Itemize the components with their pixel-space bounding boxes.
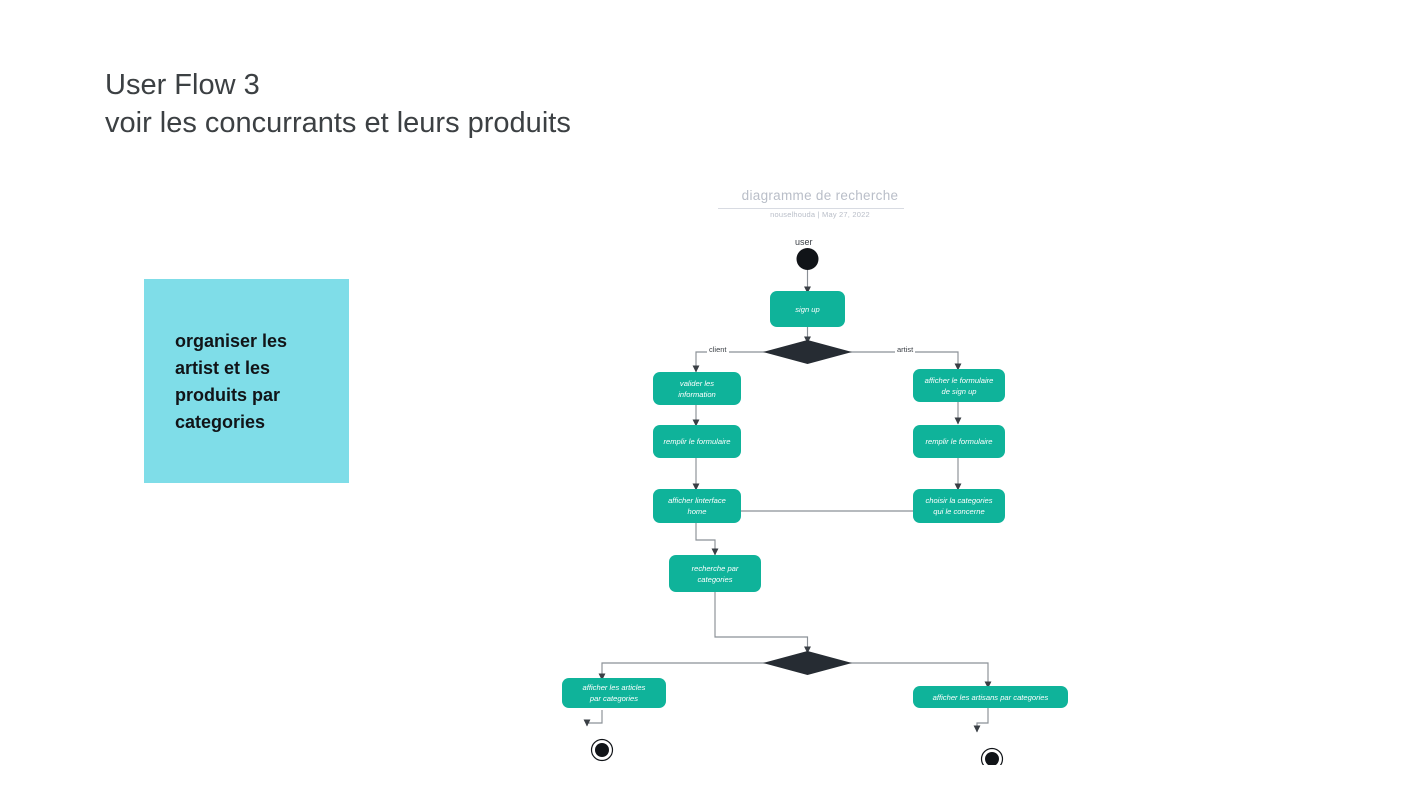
page-title: User Flow 3 voir les concurrants et leur… — [105, 69, 571, 139]
diagram-title: diagramme de recherche — [741, 188, 899, 203]
node-sign-up[interactable]: sign up — [770, 291, 845, 327]
node-remplir-formulaire-client[interactable]: remplir le formulaire — [653, 425, 741, 458]
node-afficher-artisans[interactable]: afficher les artisans par categories — [913, 686, 1068, 708]
edge-label-client: client — [707, 345, 729, 354]
note-card-text: organiser les artist et les produits par… — [175, 331, 288, 432]
end-node-articles — [590, 738, 614, 762]
node-remplir-formulaire-artist[interactable]: remplir le formulaire — [913, 425, 1005, 458]
node-afficher-formulaire-signup[interactable]: afficher le formulaire de sign up — [913, 369, 1005, 402]
flowchart-diagram: diagramme de recherche nouselhouda | May… — [540, 180, 1100, 765]
start-node-label: user — [795, 237, 813, 247]
node-afficher-articles[interactable]: afficher les articles par categories — [562, 678, 666, 708]
node-recherche-par-categories[interactable]: recherche par categories — [669, 555, 761, 592]
edge-label-artist: artist — [895, 345, 916, 354]
end-node-artisans — [980, 747, 1004, 765]
diagram-divider — [718, 208, 904, 209]
decision-diamond-role — [763, 340, 852, 364]
decision-diamond-results — [763, 651, 852, 675]
diagram-connectors — [583, 248, 1004, 765]
diagram-subtitle: nouselhouda | May 27, 2022 — [770, 210, 870, 219]
node-choisir-categories[interactable]: choisir la categories qui le concerne — [913, 489, 1005, 523]
node-afficher-interface-home[interactable]: afficher linterface home — [653, 489, 741, 523]
start-node — [796, 248, 819, 270]
note-card: organiser les artist et les produits par… — [144, 279, 349, 483]
node-valider-information[interactable]: valider les information — [653, 372, 741, 405]
